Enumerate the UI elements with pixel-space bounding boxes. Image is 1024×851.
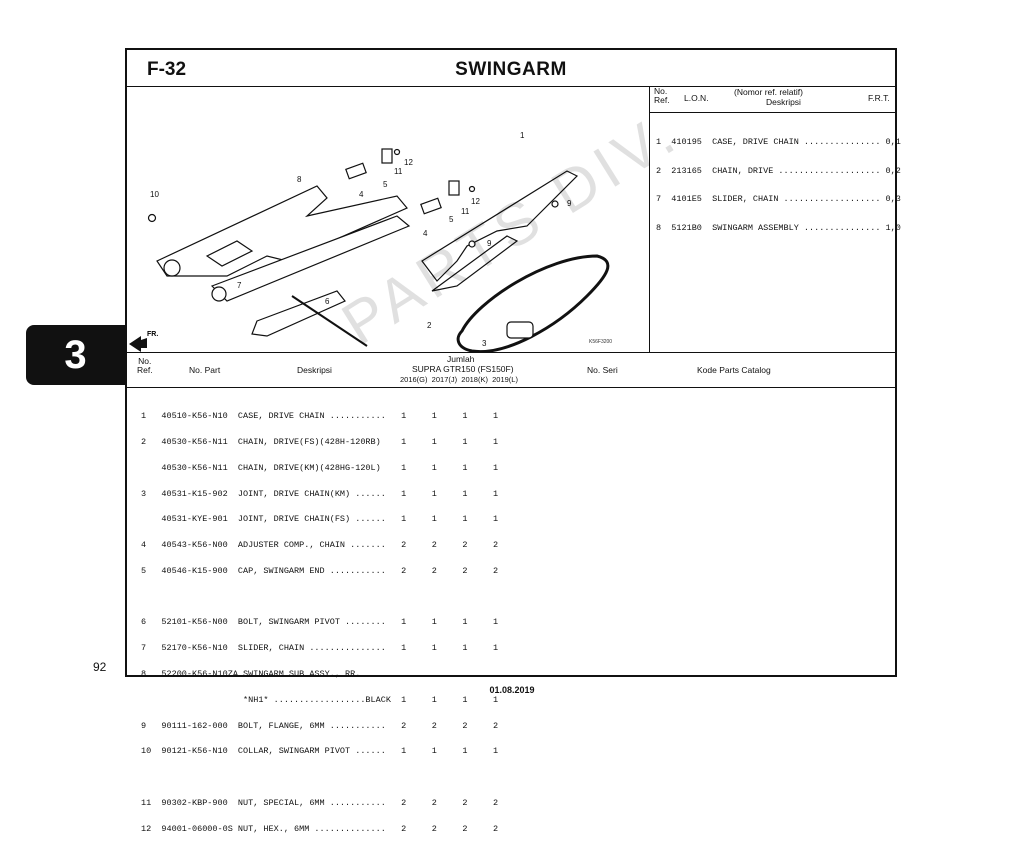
callout-label: 12 (404, 158, 413, 167)
callout-label: 6 (325, 297, 330, 306)
table-row: 6 52101-K56-N00 BOLT, SWINGARM PIVOT ...… (141, 617, 499, 628)
page-header: F-32 SWINGARM (127, 50, 895, 87)
header-jumlah: Jumlah (447, 354, 475, 364)
callout-label: 4 (423, 229, 428, 238)
relative-table-header: No. Ref. L.O.N. (Nomor ref. relatif) Des… (650, 86, 895, 113)
callout-label: 9 (567, 199, 572, 208)
table-row: 10 90121-K56-N10 COLLAR, SWINGARM PIVOT … (141, 746, 499, 757)
callout-label: 11 (461, 207, 470, 216)
table-row: 2 213165 CHAIN, DRIVE ..................… (656, 165, 901, 176)
relative-table-rows: 1 410195 CASE, DRIVE CHAIN .............… (656, 119, 901, 252)
table-row: 8 5121B0 SWINGARM ASSEMBLY .............… (656, 222, 901, 233)
callout-label: 5 (449, 215, 454, 224)
callout-label: 4 (359, 190, 364, 199)
table-row: *NH1* ..................BLACK 1 1 1 1 (141, 694, 499, 705)
table-row: 3 40531-K15-902 JOINT, DRIVE CHAIN(KM) .… (141, 488, 499, 499)
table-row: 2 40530-K56-N11 CHAIN, DRIVE(FS)(428H-12… (141, 436, 499, 447)
callout-label: 10 (150, 190, 159, 199)
callout-label: 11 (394, 167, 403, 176)
table-row: 40531-KYE-901 JOINT, DRIVE CHAIN(FS) ...… (141, 514, 499, 525)
table-row: 9 90111-162-000 BOLT, FLANGE, 6MM ......… (141, 720, 499, 731)
callout-label: 5 (383, 180, 388, 189)
rel-header-deskripsi: Deskripsi (766, 97, 801, 107)
table-row: 11 90302-KBP-900 NUT, SPECIAL, 6MM .....… (141, 797, 499, 808)
callout-label: 1 (520, 131, 525, 140)
diagram-code: K56F3200 (589, 339, 612, 345)
page-number: 92 (93, 660, 107, 674)
table-row: 4 40543-K56-N00 ADJUSTER COMP., CHAIN ..… (141, 540, 499, 551)
header-deskripsi: Deskripsi (297, 365, 332, 375)
parts-table-header: No. Ref. No. Part Deskripsi Jumlah SUPRA… (127, 352, 895, 388)
relative-number-table: No. Ref. L.O.N. (Nomor ref. relatif) Des… (650, 86, 901, 352)
table-row-spacer (141, 593, 498, 602)
swingarm-diagram-svg: 1 2 3 4 4 5 5 6 7 8 9 9 10 11 11 12 12 F… (129, 131, 612, 354)
table-row-spacer (141, 773, 498, 782)
figure-number: F-32 (147, 59, 187, 80)
table-row: 7 52170-K56-N10 SLIDER, CHAIN ..........… (141, 643, 499, 654)
page-title: SWINGARM (455, 59, 567, 80)
rel-header-nomor-ref: (Nomor ref. relatif) (734, 87, 803, 97)
header-no-seri: No. Seri (587, 365, 618, 375)
callout-label: 3 (482, 339, 487, 348)
header-no-part: No. Part (189, 365, 221, 375)
callout-label: 9 (487, 239, 492, 248)
table-row: 40530-K56-N11 CHAIN, DRIVE(KM)(428HG-120… (141, 462, 499, 473)
rel-header-no-ref: No. Ref. (654, 86, 670, 105)
callout-label: 2 (427, 321, 432, 330)
callout-label: 12 (471, 197, 480, 206)
rel-header-frt: F.R.T. (868, 93, 890, 103)
callout-label: 8 (297, 175, 302, 184)
front-arrow: FR. (129, 331, 158, 352)
table-row: 12 94001-06000-0S NUT, HEX., 6MM .......… (141, 823, 499, 834)
header-kode: Kode Parts Catalog (697, 365, 771, 375)
catalog-page-frame: F-32 SWINGARM (125, 48, 901, 833)
rel-header-lon: L.O.N. (684, 93, 709, 103)
table-row: 8 52200-K56-N10ZA SWINGARM SUB ASSY., RR… (141, 669, 361, 679)
exploded-diagram: 1 2 3 4 4 5 5 6 7 8 9 9 10 11 11 12 12 F… (127, 86, 650, 354)
callout-label: 7 (237, 281, 242, 290)
header-years: 2016(G) 2017(J) 2018(K) 2019(L) (400, 375, 518, 384)
table-row: 1 40510-K56-N10 CASE, DRIVE CHAIN ......… (141, 411, 499, 422)
section-tab: 3 (26, 325, 125, 385)
table-row: 7 4101E5 SLIDER, CHAIN .................… (656, 194, 901, 204)
front-arrow-label: FR. (147, 331, 158, 338)
print-date: 01.08.2019 (489, 685, 535, 695)
header-no-ref: No. Ref. (137, 356, 153, 375)
table-row: 5 40546-K15-900 CAP, SWINGARM END ......… (141, 565, 499, 576)
parts-table-body: 1 40510-K56-N10 CASE, DRIVE CHAIN ......… (141, 395, 498, 850)
table-row: 1 410195 CASE, DRIVE CHAIN .............… (656, 137, 901, 147)
header-model: SUPRA GTR150 (FS150F) (412, 364, 514, 374)
